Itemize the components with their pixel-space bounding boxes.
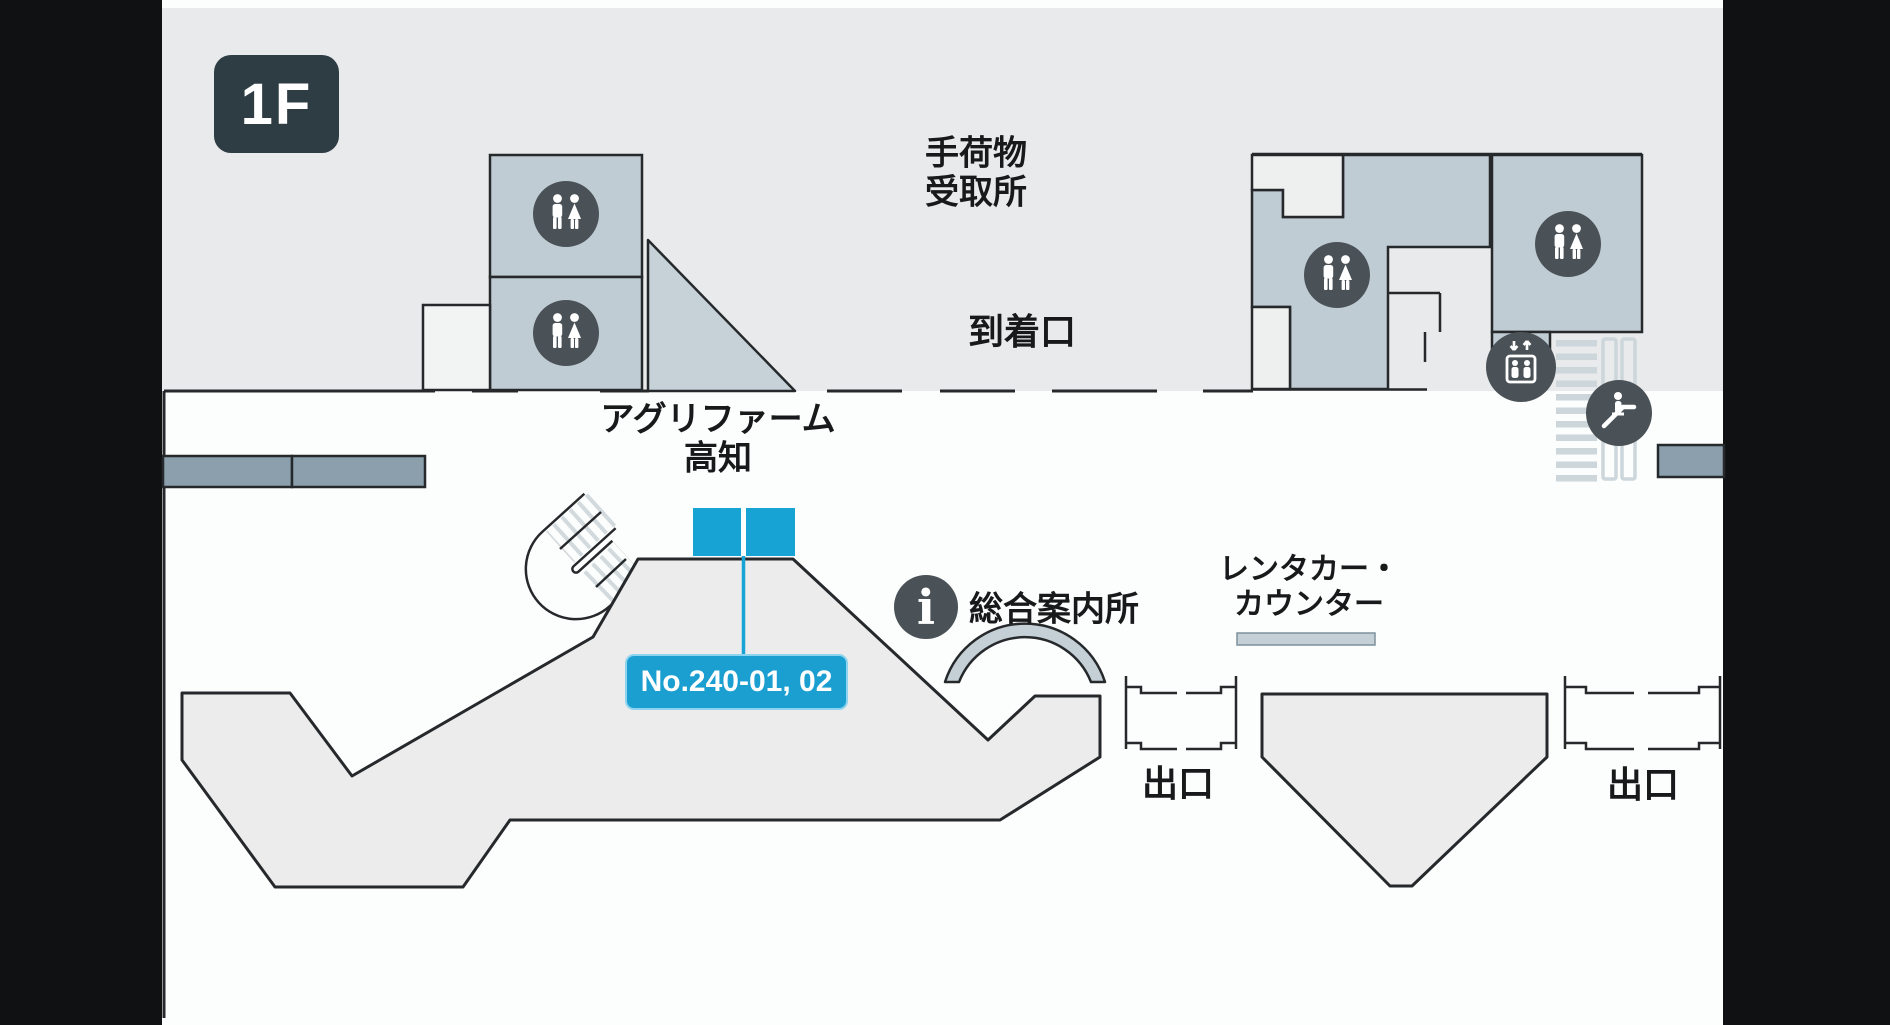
stair-divider xyxy=(559,511,627,588)
rental-car-label: レンタカー・ カウンター xyxy=(1219,553,1399,623)
curved-stairs xyxy=(524,492,645,621)
shop-highlight xyxy=(693,508,795,656)
shop-name-line1: アグリファーム xyxy=(600,400,836,439)
service-room xyxy=(421,303,492,392)
information-desk-arch xyxy=(943,622,1107,684)
info-glyph: i xyxy=(917,580,935,636)
baggage-claim-line1: 手荷物 xyxy=(925,134,1027,173)
exit-left-label: 出口 xyxy=(1141,763,1215,805)
baggage-belt-counters xyxy=(161,443,1726,489)
exit-door-right xyxy=(1563,676,1722,751)
exit-right-label: 出口 xyxy=(1606,764,1680,806)
stair-treads xyxy=(583,544,642,604)
stair-treads xyxy=(545,493,617,563)
left-restroom-building xyxy=(421,153,797,393)
escalator-icon xyxy=(1586,380,1652,446)
information-desk-label: 総合案内所 xyxy=(969,590,1139,629)
floor-badge: 1F xyxy=(214,55,339,153)
exit-door-left xyxy=(1124,676,1238,751)
shop-number-badge: No.240-01, 02 xyxy=(625,654,848,710)
rental-car-line1: レンタカー・ xyxy=(1219,553,1399,587)
center-lower-building xyxy=(1260,692,1549,888)
right-side-counter xyxy=(1656,443,1726,479)
rental-car-counter-bar xyxy=(1236,632,1376,646)
small-room xyxy=(1250,305,1292,391)
elevator-icon xyxy=(1486,332,1556,402)
stairway-down xyxy=(1556,340,1597,482)
rental-car-line2: カウンター xyxy=(1234,588,1384,621)
shop-plateau-building xyxy=(180,557,1102,889)
shop-name-line2: 高知 xyxy=(684,440,752,478)
baggage-claim-label: 手荷物 受取所 xyxy=(925,135,1027,214)
ramp-triangle xyxy=(646,238,797,393)
baggage-claim-line2: 受取所 xyxy=(925,174,1027,212)
information-icon: i xyxy=(894,575,958,639)
arrival-gate-label: 到着口 xyxy=(967,311,1077,353)
interior-walls xyxy=(1252,152,1642,391)
shop-name-label: アグリファーム 高知 xyxy=(600,401,835,480)
